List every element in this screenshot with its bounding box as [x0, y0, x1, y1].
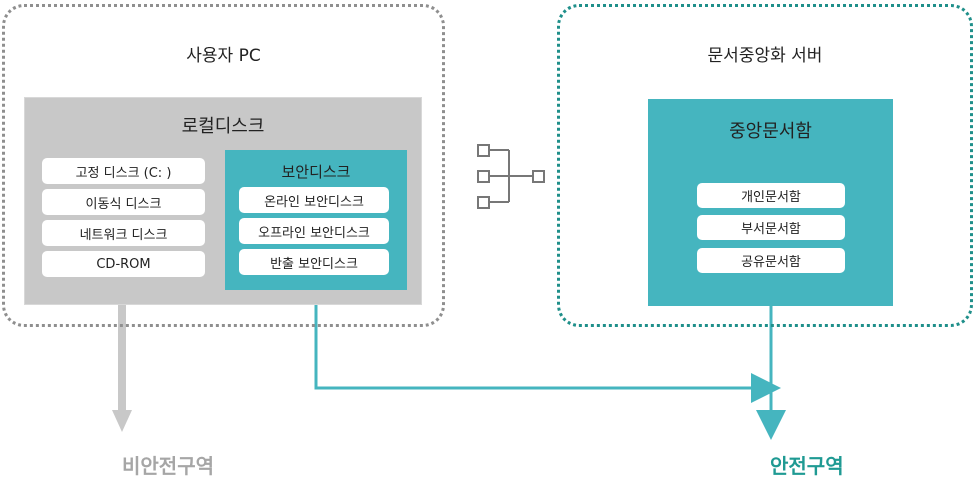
central-document-title: 중앙문서함 [729, 121, 812, 142]
cdrom-item: CD-ROM [42, 251, 205, 277]
server-title: 문서중앙화 서버 [707, 46, 823, 66]
user-pc-zone: 사용자 PC [2, 4, 445, 327]
user-pc-title: 사용자 PC [186, 46, 261, 66]
unsafe-zone-label: 비안전구역 [122, 454, 214, 478]
department-box-item: 부서문서함 [697, 215, 845, 240]
export-secure-disk-item: 반출 보안디스크 [239, 249, 389, 275]
removable-disk-item: 이동식 디스크 [42, 189, 205, 215]
server-zone: 문서중앙화 서버 [557, 4, 973, 327]
unsafe-arrow-shaft [118, 300, 126, 412]
network-icon [477, 144, 545, 209]
unsafe-arrow-head [112, 410, 132, 432]
local-disk-title: 로컬디스크 [181, 116, 265, 137]
offline-secure-disk-item: 오프라인 보안디스크 [239, 218, 389, 244]
online-secure-disk-item: 온라인 보안디스크 [239, 187, 389, 213]
network-disk-item: 네트워크 디스크 [42, 220, 205, 246]
fixed-disk-item: 고정 디스크 (C: ) [42, 158, 205, 184]
secure-disk-title: 보안디스크 [281, 163, 351, 181]
shared-box-item: 공유문서함 [697, 248, 845, 273]
safe-zone-label: 안전구역 [770, 454, 844, 478]
personal-box-item: 개인문서함 [697, 183, 845, 208]
secure-to-safe-connector [314, 290, 781, 403]
